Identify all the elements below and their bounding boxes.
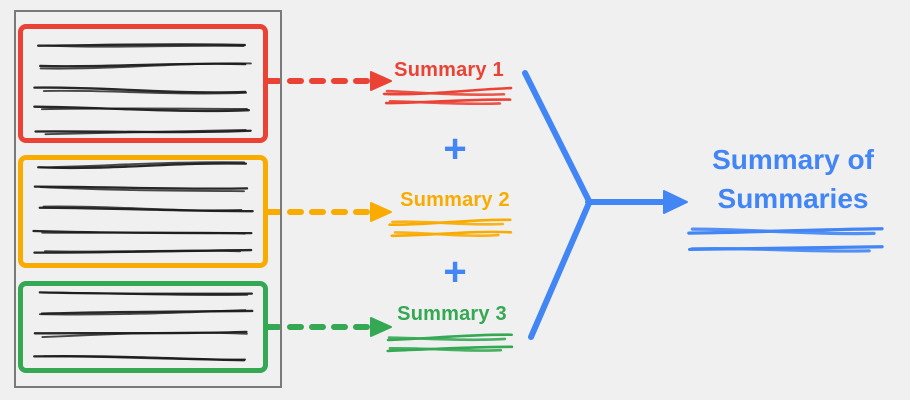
document-section-3-box [18, 281, 268, 373]
plus-operator-2: + [443, 250, 467, 294]
source-document-outline [14, 10, 282, 388]
summary-3-label: Summary 3 [397, 303, 507, 325]
summary-of-summaries-label: Summary of Summaries [712, 144, 874, 214]
document-section-2-box [18, 155, 268, 268]
summary-1-label: Summary 1 [394, 59, 504, 81]
summary-2-label: Summary 2 [400, 189, 510, 211]
document-section-1-box [18, 24, 268, 143]
plus-operator-1: + [443, 127, 467, 171]
